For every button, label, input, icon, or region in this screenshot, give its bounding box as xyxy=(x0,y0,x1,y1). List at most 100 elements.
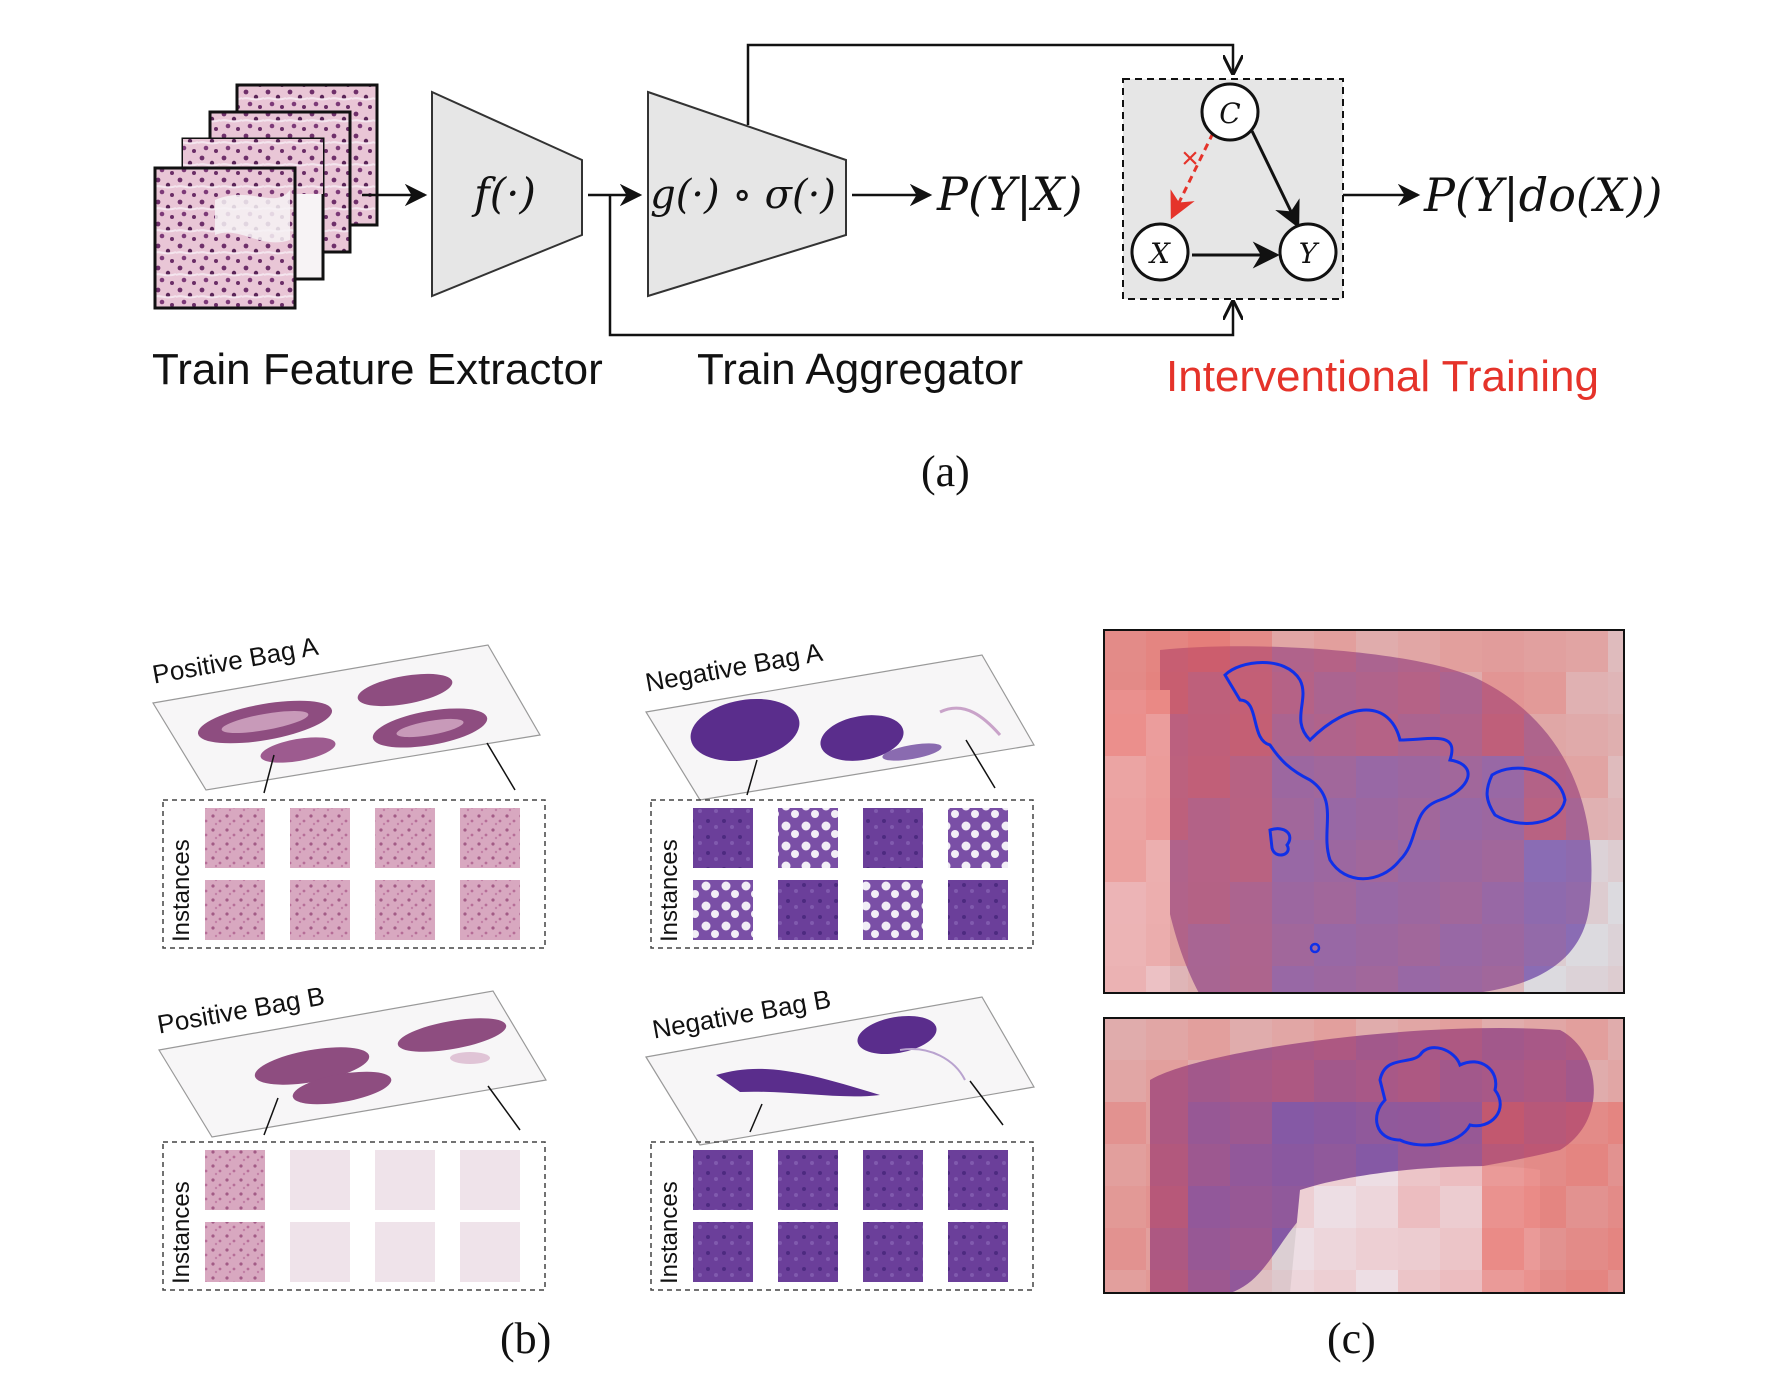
heat-cell xyxy=(1104,714,1146,756)
heat-cell xyxy=(1482,672,1524,714)
heat-cell xyxy=(1356,924,1398,966)
heat-cell xyxy=(1104,672,1146,714)
heat-cell xyxy=(1440,672,1482,714)
heat-cell xyxy=(1356,1228,1398,1270)
slide-negative-bag-b xyxy=(645,996,1035,1146)
heat-cell xyxy=(1230,924,1272,966)
instance-tile xyxy=(460,1222,520,1282)
heat-cell xyxy=(1440,714,1482,756)
heat-cell xyxy=(1146,1186,1188,1228)
heat-cell xyxy=(1608,1060,1624,1102)
panel-a: f(·) g(·) ∘ σ(·) P(Y|X) × C X Y P(Y|do(X… xyxy=(153,43,1663,337)
instance-tile xyxy=(693,1222,753,1282)
heat-cell xyxy=(1104,798,1146,840)
heat-cell xyxy=(1146,1060,1188,1102)
heat-cell xyxy=(1608,1018,1624,1060)
heat-cell xyxy=(1188,1144,1230,1186)
heat-cell xyxy=(1104,630,1146,672)
heat-cell xyxy=(1146,840,1188,882)
heat-cell xyxy=(1230,1228,1272,1270)
heat-cell xyxy=(1272,672,1314,714)
heatmap-bottom xyxy=(1103,1017,1625,1294)
heat-cell xyxy=(1566,1018,1608,1060)
caption-b: (b) xyxy=(500,1314,552,1363)
heat-cell xyxy=(1188,1186,1230,1228)
heat-cell xyxy=(1188,1228,1230,1270)
slide-negative-bag-a xyxy=(645,654,1035,801)
caption-a: (a) xyxy=(921,447,970,496)
heat-cell xyxy=(1524,1018,1566,1060)
instance-tile xyxy=(205,808,265,868)
heat-cell xyxy=(1104,1186,1146,1228)
instances-label-negative-a: Instances xyxy=(656,839,683,942)
slide-positive-bag-b xyxy=(158,990,547,1138)
heat-cell xyxy=(1440,1060,1482,1102)
heat-cell xyxy=(1608,1144,1624,1186)
heat-cell xyxy=(1272,924,1314,966)
heat-cell xyxy=(1314,672,1356,714)
heat-cell xyxy=(1314,882,1356,924)
heat-cell xyxy=(1230,1144,1272,1186)
instances-label-negative-b: Instances xyxy=(656,1181,683,1284)
instances-box-positive-a xyxy=(162,799,546,949)
heat-cell xyxy=(1230,756,1272,798)
heat-cell xyxy=(1272,714,1314,756)
heat-cell xyxy=(1146,1270,1188,1293)
heat-cell xyxy=(1440,966,1482,993)
heat-cell xyxy=(1314,1186,1356,1228)
aggregator-fn-label: g(·) ∘ σ(·) xyxy=(650,172,836,218)
heat-cell xyxy=(1440,1186,1482,1228)
heat-cell xyxy=(1566,1186,1608,1228)
heat-cell xyxy=(1566,1228,1608,1270)
heat-cell xyxy=(1398,1102,1440,1144)
heat-cell xyxy=(1356,1060,1398,1102)
instance-tile xyxy=(863,808,923,868)
heat-cell xyxy=(1230,1060,1272,1102)
heat-cell xyxy=(1482,882,1524,924)
heat-cell xyxy=(1272,1144,1314,1186)
heat-cell xyxy=(1440,630,1482,672)
heat-cell xyxy=(1440,1270,1482,1293)
heat-cell xyxy=(1314,1060,1356,1102)
heat-cell xyxy=(1356,630,1398,672)
heat-cell xyxy=(1440,1228,1482,1270)
instances-label-positive-b: Instances xyxy=(168,1181,195,1284)
heat-cell xyxy=(1524,1228,1566,1270)
heat-cell xyxy=(1272,966,1314,993)
feature-extractor-block xyxy=(431,90,583,298)
heat-cell xyxy=(1398,1186,1440,1228)
heat-cell xyxy=(1398,1270,1440,1293)
heat-cell xyxy=(1188,798,1230,840)
heat-cell xyxy=(1566,672,1608,714)
instances-box-negative-b xyxy=(650,1141,1034,1291)
heat-cell xyxy=(1608,1270,1624,1293)
edge-c-to-x-cut xyxy=(1170,132,1215,220)
heat-cell xyxy=(1524,714,1566,756)
tumor-contour-top-side xyxy=(1485,766,1567,825)
heat-cell xyxy=(1188,1060,1230,1102)
instance-tile xyxy=(778,880,838,940)
heat-cell xyxy=(1398,1144,1440,1186)
heat-cell xyxy=(1398,1060,1440,1102)
heat-cell xyxy=(1272,840,1314,882)
instance-tile xyxy=(778,808,838,868)
heat-cell xyxy=(1188,714,1230,756)
heat-cell xyxy=(1146,1102,1188,1144)
heat-cell xyxy=(1566,1270,1608,1293)
heat-cell xyxy=(1440,840,1482,882)
heat-cell xyxy=(1314,798,1356,840)
instance-tile xyxy=(948,880,1008,940)
instance-tile xyxy=(375,880,435,940)
heat-cell xyxy=(1440,1018,1482,1060)
heat-cell xyxy=(1608,630,1624,672)
heat-cell xyxy=(1230,1270,1272,1293)
feature-fn-label: f(·) xyxy=(471,169,536,218)
heat-cell xyxy=(1482,1270,1524,1293)
heat-cell xyxy=(1608,840,1624,882)
instances-box-positive-b xyxy=(162,1141,546,1291)
heat-cell xyxy=(1188,1102,1230,1144)
heat-cell xyxy=(1566,798,1608,840)
heat-cell xyxy=(1146,798,1188,840)
panel-b xyxy=(152,644,1035,1291)
heat-cell xyxy=(1524,882,1566,924)
